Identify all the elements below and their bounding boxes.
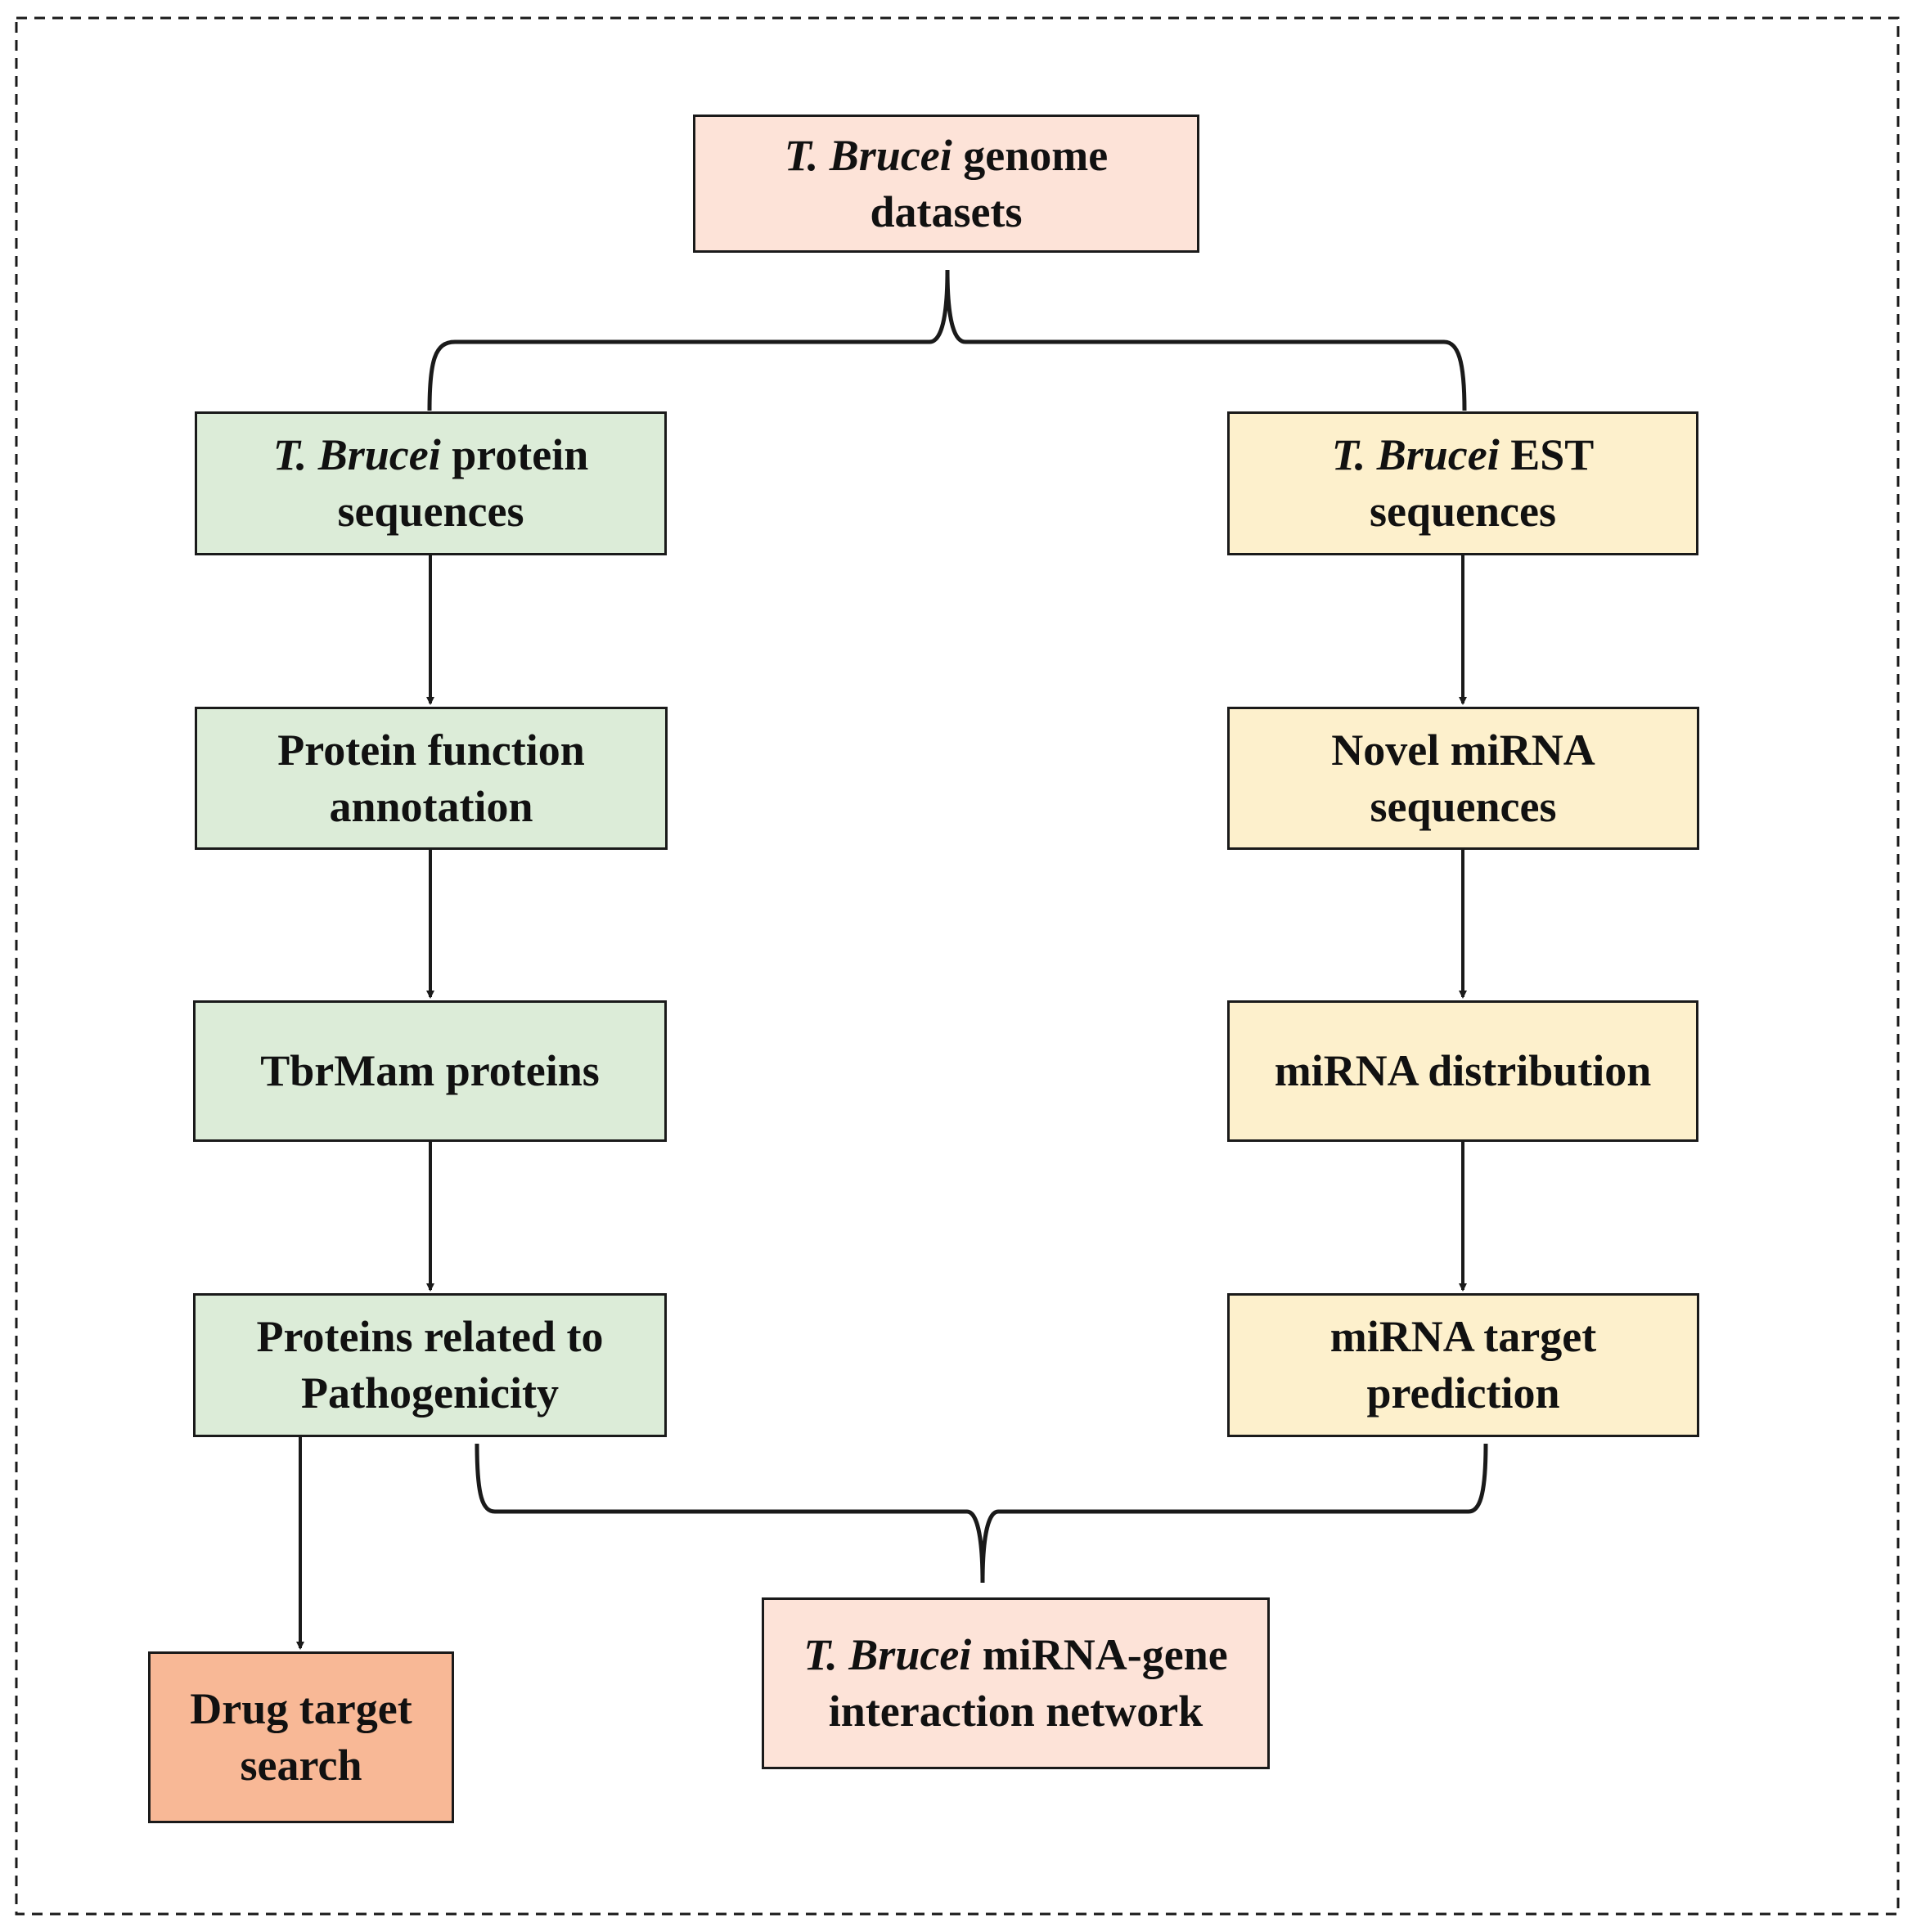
node-tbrmam-proteins: TbrMam proteins (193, 1000, 667, 1142)
diagram-frame (15, 16, 1900, 1916)
node-protein-function: Protein function annotation (195, 707, 668, 850)
protein-seq-line1: protein (440, 430, 589, 479)
network-line2: interaction network (828, 1687, 1203, 1736)
pathogenicity-line2: Pathogenicity (301, 1368, 559, 1418)
est-seq-line2: sequences (1369, 487, 1556, 536)
node-novel-mirna: Novel miRNA sequences (1227, 707, 1699, 850)
mirna-target-line2: prediction (1366, 1368, 1560, 1418)
protein-seq-italic: T. Brucei (272, 430, 441, 479)
node-mirna-distribution: miRNA distribution (1227, 1000, 1698, 1142)
node-interaction-network: T. Brucei miRNA-gene interaction network (762, 1597, 1270, 1769)
drug-target-line2: search (240, 1741, 362, 1790)
bottom-merge-brace (475, 1443, 985, 1584)
node-mirna-target: miRNA target prediction (1227, 1293, 1699, 1437)
genome-line1: genome (952, 130, 1109, 180)
top-split-brace-right (945, 269, 1467, 411)
protein-function-line2: annotation (329, 781, 533, 831)
protein-function-line1: Protein function (277, 725, 585, 775)
network-line1: miRNA-gene (971, 1630, 1228, 1679)
novel-mirna-line1: Novel miRNA (1331, 725, 1595, 775)
novel-mirna-line2: sequences (1370, 781, 1557, 831)
node-drug-target-search: Drug target search (148, 1651, 454, 1823)
genome-line2: datasets (870, 186, 1023, 236)
genome-italic: T. Brucei (784, 130, 952, 180)
bottom-merge-brace-right (980, 1443, 1488, 1584)
node-protein-sequences: T. Brucei protein sequences (195, 411, 667, 555)
mirna-target-line1: miRNA target (1329, 1312, 1597, 1361)
est-seq-italic: T. Brucei (1331, 430, 1500, 479)
est-seq-line1: EST (1499, 430, 1595, 479)
node-est-sequences: T. Brucei EST sequences (1227, 411, 1698, 555)
top-split-brace (427, 269, 950, 411)
tbrmam-line1: TbrMam proteins (260, 1046, 600, 1095)
drug-target-line1: Drug target (190, 1684, 412, 1733)
node-pathogenicity: Proteins related to Pathogenicity (193, 1293, 667, 1437)
pathogenicity-line1: Proteins related to (256, 1312, 604, 1361)
protein-seq-line2: sequences (337, 487, 524, 536)
mirna-distribution-line1: miRNA distribution (1274, 1046, 1652, 1095)
node-genome-datasets: T. Brucei genome datasets (693, 115, 1199, 253)
network-italic: T. Brucei (803, 1630, 972, 1679)
